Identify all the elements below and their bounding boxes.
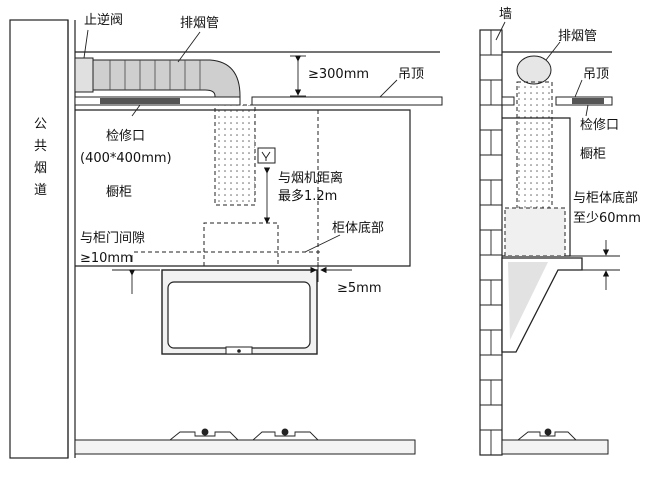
range-hood-panel xyxy=(167,281,311,349)
right-view: 墙 排烟管 吊顶 检修口 橱柜 与柜体底部 至少60mm xyxy=(479,7,641,456)
check-valve-label: 止逆阀 xyxy=(84,12,123,28)
socket-distance-label-2: 最多1.2m xyxy=(278,188,337,204)
socket-icon xyxy=(257,147,276,164)
door-gap-label-2: ≥10mm xyxy=(80,251,133,266)
cabinet-label: 橱柜 xyxy=(106,185,132,200)
countertop-right xyxy=(501,439,609,455)
suspended-ceiling-right-view xyxy=(501,96,515,106)
duct-ribs xyxy=(109,60,201,90)
gas-burner-icon xyxy=(517,428,577,441)
leader-check-valve xyxy=(83,29,89,59)
cabinet-label-right: 橱柜 xyxy=(580,147,606,162)
range-hood-button xyxy=(237,349,241,353)
side-gap-label: ≥5mm xyxy=(337,281,382,296)
ceiling-label-right: 吊顶 xyxy=(583,67,609,82)
leader-exhaust-pipe xyxy=(177,31,201,63)
exhaust-pipe-vertical xyxy=(214,104,256,206)
leader-wall xyxy=(495,21,506,41)
exhaust-pipe-horizontal xyxy=(92,59,241,101)
suspended-ceiling-right xyxy=(251,96,443,106)
gas-burner-icon xyxy=(169,428,319,441)
wall-label: 墙 xyxy=(499,7,512,22)
leader-exhaust-right xyxy=(545,41,561,61)
socket-distance-label-1: 与烟机距离 xyxy=(278,170,343,186)
leader-cabinet-bottom xyxy=(304,234,341,253)
exhaust-pipe-end xyxy=(516,55,552,85)
brick-joints xyxy=(480,30,502,455)
cabinet-bottom-label-right-1: 与柜体底部 xyxy=(573,190,638,206)
cabinet-bottom-label-right-2: 至少60mm xyxy=(573,211,641,226)
leader-access-port-right xyxy=(585,104,589,117)
left-view: 公共烟道 止逆阀 排烟管 ≥300mm 吊顶 检修口 (400*400mm) 橱… xyxy=(9,12,443,459)
check-valve xyxy=(74,57,94,93)
leader-ceiling xyxy=(379,79,398,98)
ceiling-label: 吊顶 xyxy=(398,67,424,82)
cabinet-bottom-label: 柜体底部 xyxy=(332,220,384,236)
leader-access-port xyxy=(131,104,141,117)
access-port-label-right: 检修口 xyxy=(580,118,619,133)
public-flue-wall xyxy=(9,19,69,459)
access-port-size: (400*400mm) xyxy=(80,151,172,166)
exhaust-pipe-vertical-right xyxy=(516,81,553,213)
flue-label: 公共烟道 xyxy=(34,117,47,198)
leader-ceiling-right xyxy=(574,79,583,98)
clearance-label: ≥300mm xyxy=(308,67,369,82)
access-port-label: 检修口 xyxy=(106,129,145,144)
exhaust-pipe-label: 排烟管 xyxy=(180,16,219,31)
hood-chimney-right xyxy=(504,207,566,257)
access-port-right xyxy=(572,98,604,104)
access-port xyxy=(100,98,180,104)
exhaust-pipe-label-right: 排烟管 xyxy=(558,29,597,44)
countertop xyxy=(74,439,416,455)
door-gap-label-1: 与柜门间隙 xyxy=(80,231,145,246)
